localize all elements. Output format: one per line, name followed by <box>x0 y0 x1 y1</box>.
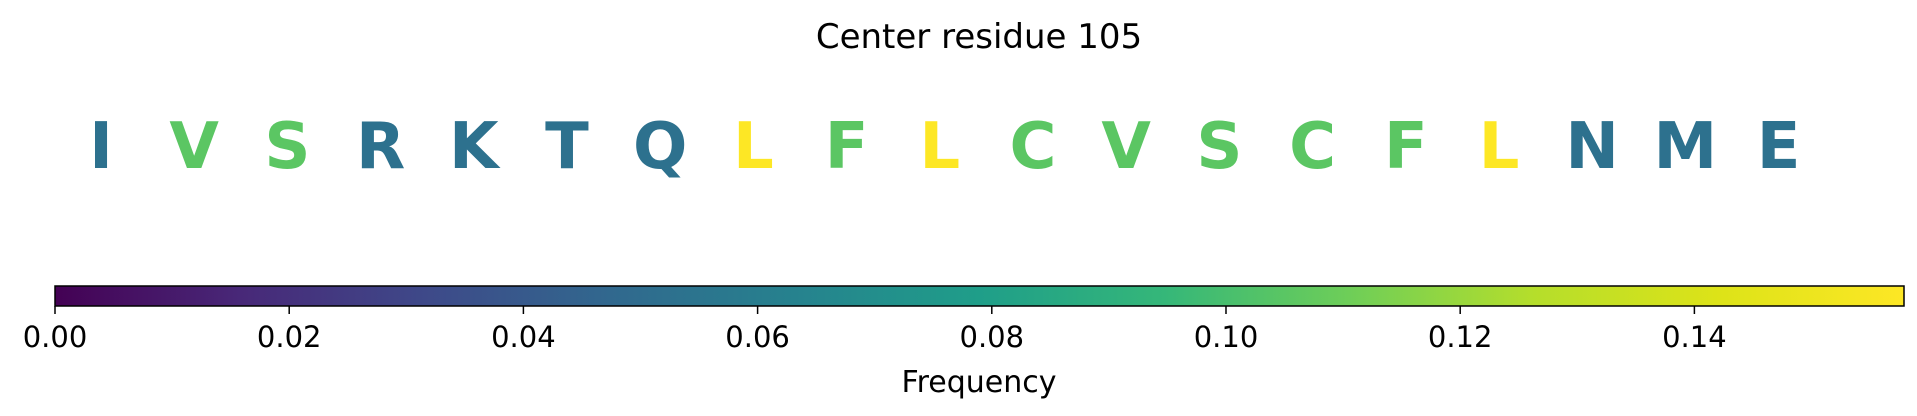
residue-13: S <box>1196 110 1242 184</box>
residue-17: N <box>1565 110 1619 184</box>
residue-19: E <box>1757 110 1801 184</box>
colorbar-tick-label: 0.06 <box>725 320 790 354</box>
residue-14: C <box>1289 110 1336 184</box>
residue-1: I <box>89 110 113 184</box>
residue-7: Q <box>633 110 687 184</box>
colorbar-tick-label: 0.00 <box>23 320 88 354</box>
residue-18: M <box>1654 110 1718 184</box>
colorbar-tick-label: 0.10 <box>1194 320 1259 354</box>
colorbar-tick-label: 0.14 <box>1662 320 1727 354</box>
colorbar: 0.00 0.02 0.04 0.06 0.08 0.10 0.12 0.14 Frequen… <box>23 285 1905 400</box>
residue-11: C <box>1010 110 1057 184</box>
colorbar-gradient <box>54 285 1905 307</box>
residue-2: V <box>169 110 219 184</box>
residue-10: L <box>919 110 960 184</box>
residue-6: T <box>545 110 589 184</box>
colorbar-ticks: 0.00 0.02 0.04 0.06 0.08 0.10 0.12 0.14 <box>23 306 1727 354</box>
residue-4: R <box>356 110 405 184</box>
colorbar-tick-label: 0.08 <box>960 320 1025 354</box>
colorbar-label: Frequency <box>902 365 1057 400</box>
colorbar-tick-label: 0.04 <box>491 320 556 354</box>
residue-8: L <box>733 110 774 184</box>
residue-5: K <box>449 110 501 184</box>
colorbar-tick-label: 0.02 <box>257 320 322 354</box>
residue-15: F <box>1384 110 1428 184</box>
chart-title: Center residue 105 <box>816 17 1142 57</box>
residue-16: L <box>1479 110 1520 184</box>
residue-12: V <box>1101 110 1151 184</box>
residue-9: F <box>825 110 869 184</box>
colorbar-tick-label: 0.12 <box>1428 320 1493 354</box>
residue-3: S <box>264 110 310 184</box>
